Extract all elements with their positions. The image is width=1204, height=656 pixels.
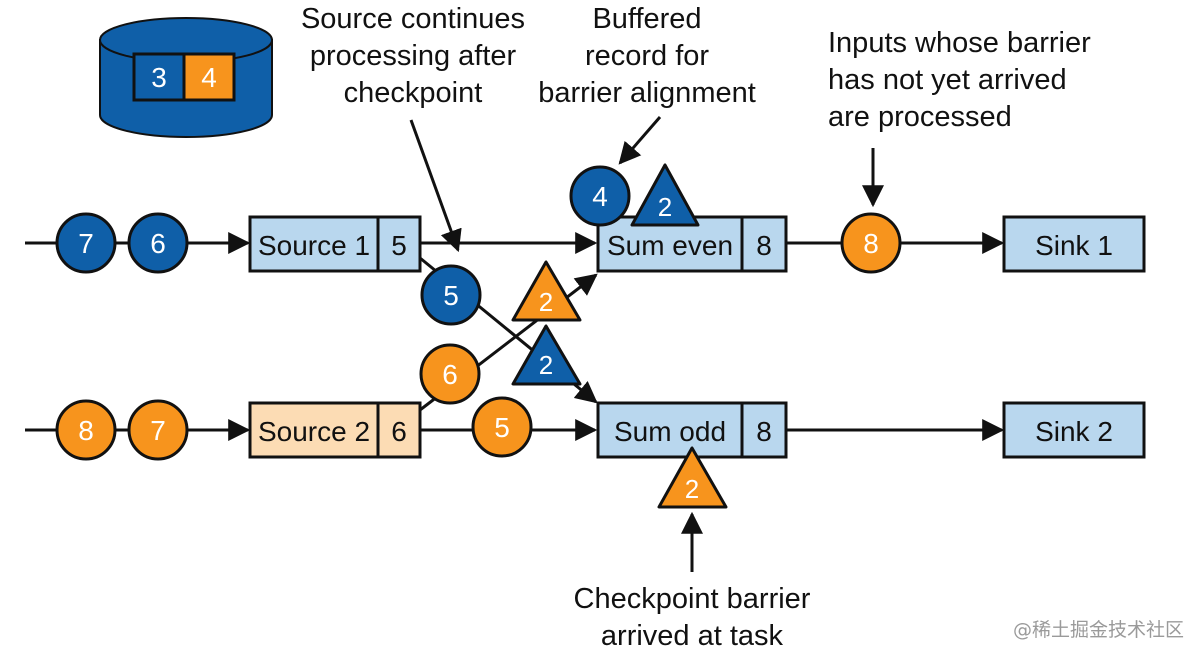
record-value: 5 — [494, 412, 510, 443]
record-value: 8 — [78, 415, 94, 446]
annotation-buffered: Buffered record for barrier alignment — [538, 3, 756, 109]
record-value: 6 — [150, 228, 166, 259]
record-orange: 8 — [840, 212, 902, 274]
state-store: 3 4 — [99, 17, 273, 138]
record-orange: 7 — [127, 399, 189, 461]
record-value: 7 — [78, 228, 94, 259]
annotation-checkpoint-arrived: Checkpoint barrier arrived at task — [574, 583, 811, 652]
annotation-line: Inputs whose barrier — [828, 27, 1091, 59]
task-state-value: 5 — [391, 230, 407, 261]
state-value-text: 4 — [201, 62, 217, 93]
barrier-value: 2 — [685, 474, 699, 504]
task-sink-1: Sink 1 — [1002, 215, 1146, 273]
task-label: Sink 2 — [1035, 416, 1113, 447]
record-value: 5 — [443, 280, 459, 311]
task-sink-2: Sink 2 — [1002, 401, 1146, 459]
task-source-2: Source 2 6 — [248, 401, 422, 459]
record-orange: 6 — [419, 343, 481, 405]
record-buffered: 4 — [569, 165, 631, 227]
task-label: Source 1 — [258, 230, 370, 261]
record-value: 7 — [150, 415, 166, 446]
barrier-value: 2 — [658, 192, 672, 222]
annotation-line: checkpoint — [344, 77, 483, 109]
pointer-arrow — [618, 116, 662, 165]
annotation-line: Buffered — [592, 3, 701, 35]
annotation-line: arrived at task — [601, 620, 784, 652]
record-orange: 8 — [55, 399, 117, 461]
state-value-blue — [132, 52, 186, 102]
task-label: Source 2 — [258, 416, 370, 447]
task-label: Sum odd — [614, 416, 726, 447]
task-label: Sum even — [607, 230, 733, 261]
task-state-value: 6 — [391, 416, 407, 447]
barrier-orange: 2 — [511, 260, 582, 322]
task-source-1: Source 1 5 — [248, 215, 422, 273]
record-orange: 5 — [471, 396, 533, 458]
record-value: 4 — [592, 181, 608, 212]
pointer-arrow — [409, 119, 462, 253]
watermark: @稀土掘金技术社区 — [1013, 619, 1184, 641]
record-blue: 5 — [420, 264, 482, 326]
barrier-value: 2 — [539, 350, 553, 380]
task-state-value: 8 — [756, 230, 772, 261]
record-blue: 7 — [55, 212, 117, 274]
annotation-line: has not yet arrived — [828, 64, 1067, 96]
annotation-line: Source continues — [301, 3, 525, 35]
annotation-source-continues: Source continues processing after checkp… — [301, 3, 525, 109]
annotation-line: record for — [585, 40, 709, 72]
record-value: 6 — [442, 359, 458, 390]
annotation-line: Checkpoint barrier — [574, 583, 811, 615]
annotation-line: processing after — [310, 40, 517, 72]
task-state-value: 8 — [756, 416, 772, 447]
barrier-blue: 2 — [511, 324, 582, 386]
annotation-line: are processed — [828, 101, 1012, 133]
barrier-value: 2 — [539, 287, 553, 317]
record-value: 8 — [863, 228, 879, 259]
barrier-orange: 2 — [657, 446, 728, 509]
record-blue: 6 — [127, 212, 189, 274]
annotation-inputs-processed: Inputs whose barrier has not yet arrived… — [828, 27, 1091, 133]
state-value-orange — [182, 52, 236, 102]
annotation-line: barrier alignment — [538, 77, 756, 109]
state-value-text: 3 — [151, 62, 167, 93]
barrier-blue: 2 — [630, 163, 700, 227]
task-label: Sink 1 — [1035, 230, 1113, 261]
